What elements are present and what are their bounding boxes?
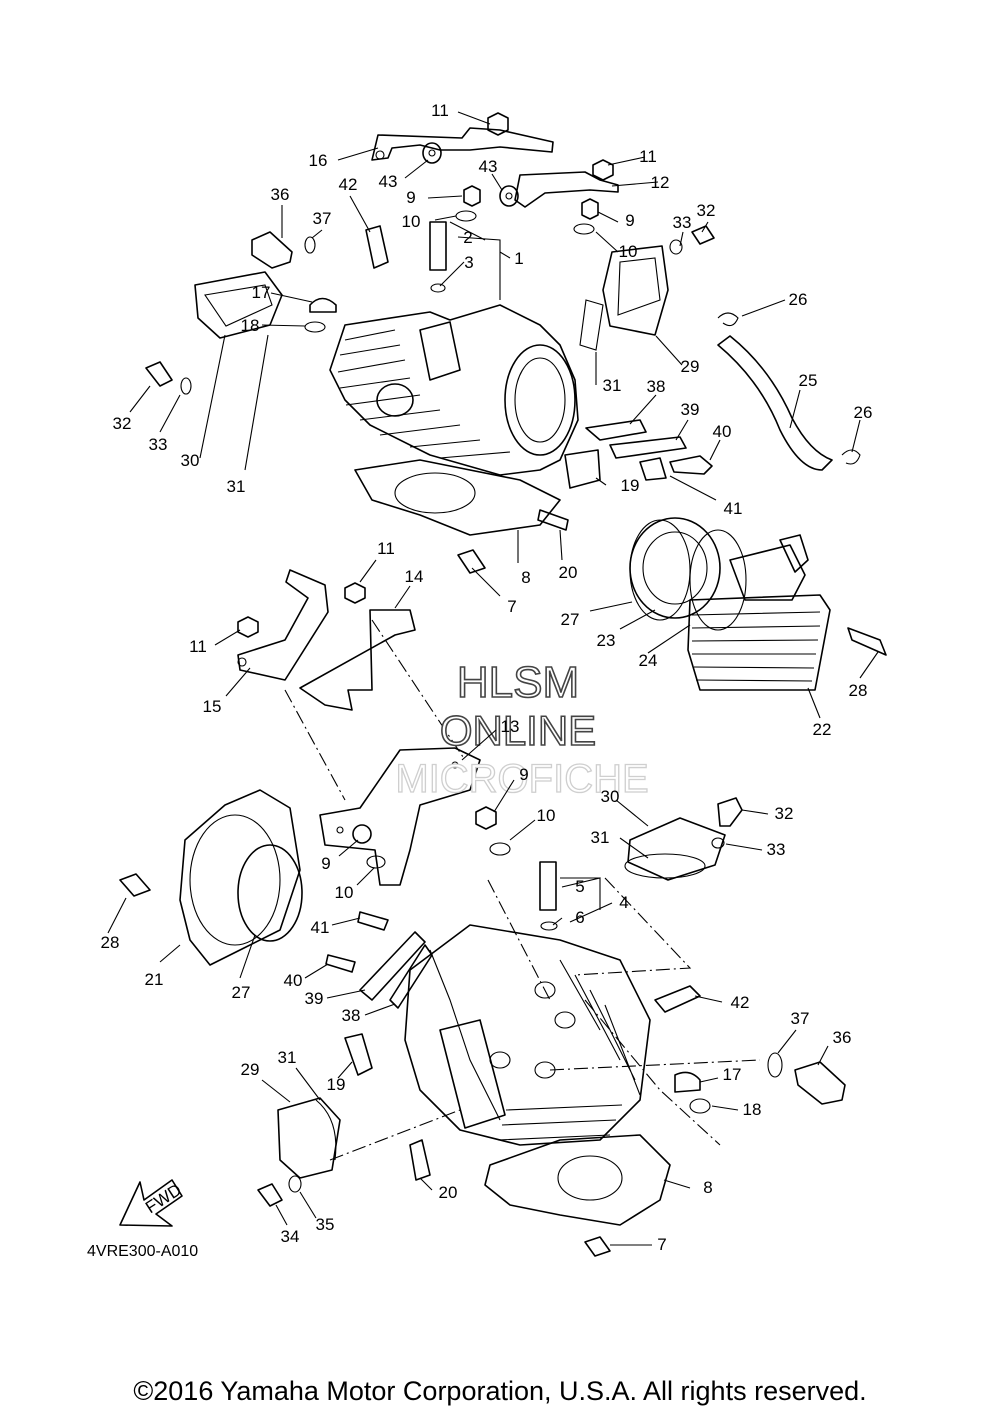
callout-label: 6 xyxy=(575,908,584,927)
callout-label: 32 xyxy=(113,414,132,433)
callout-label: 11 xyxy=(639,147,657,166)
callout-label: 43 xyxy=(379,172,398,191)
callout-label: 15 xyxy=(203,697,222,716)
callout-label: 10 xyxy=(402,212,421,231)
callout-label: 18 xyxy=(743,1100,762,1119)
callout-label: 31 xyxy=(227,477,246,496)
callout-label: 20 xyxy=(559,563,578,582)
front-head-assembly xyxy=(119,789,846,1257)
callout-label: 7 xyxy=(507,597,516,616)
callout-label: 21 xyxy=(145,970,164,989)
callout-label: 16 xyxy=(309,151,328,170)
callout-label: 13 xyxy=(501,717,520,736)
callout-label: 11 xyxy=(431,101,449,120)
bracket-assembly xyxy=(237,569,511,886)
callout-label: 9 xyxy=(321,854,330,873)
callout-label: 17 xyxy=(723,1065,742,1084)
callout-label: 10 xyxy=(619,242,638,261)
callout-label: 37 xyxy=(791,1009,810,1028)
callout-label: 9 xyxy=(625,211,634,230)
callout-label: 33 xyxy=(767,840,786,859)
callout-label: 4 xyxy=(619,893,628,912)
callout-label: 29 xyxy=(681,357,700,376)
diagram-code: 4VRE300-A010 xyxy=(87,1243,198,1260)
callout-label: 11 xyxy=(189,637,207,656)
callout-label: 39 xyxy=(681,400,700,419)
callout-label: 33 xyxy=(149,435,168,454)
callout-label: 2 xyxy=(463,228,472,247)
callout-label: 43 xyxy=(479,157,498,176)
callout-label: 20 xyxy=(439,1183,458,1202)
watermark-line1: HLSM xyxy=(457,658,579,707)
callout-label: 28 xyxy=(101,933,120,952)
watermark-line3: MICROFICHE xyxy=(395,757,648,801)
callout-label: 31 xyxy=(278,1048,297,1067)
callout-label: 11 xyxy=(377,539,395,558)
callout-label: 35 xyxy=(316,1215,335,1234)
callout-label: 5 xyxy=(575,877,584,896)
callout-label: 23 xyxy=(597,631,616,650)
callout-label: 27 xyxy=(232,983,251,1002)
callout-label: 37 xyxy=(313,209,332,228)
callout-label: 24 xyxy=(639,651,658,670)
callout-label: 3 xyxy=(464,253,473,272)
callout-label: 1 xyxy=(514,249,523,268)
callout-label: 14 xyxy=(405,567,424,586)
callout-label: 34 xyxy=(281,1227,300,1246)
callout-label: 28 xyxy=(849,681,868,700)
callout-label: 27 xyxy=(561,610,580,629)
callout-label: 25 xyxy=(799,371,818,390)
callout-label: 12 xyxy=(651,173,670,192)
watermark: HLSM ONLINE MICROFICHE xyxy=(395,657,650,801)
callout-label: 40 xyxy=(284,971,303,990)
callout-label: 10 xyxy=(537,806,556,825)
callout-label: 9 xyxy=(519,765,528,784)
callout-label: 36 xyxy=(833,1028,852,1047)
callout-label: 29 xyxy=(241,1060,260,1079)
callout-label: 22 xyxy=(813,720,832,739)
callout-label: 26 xyxy=(789,290,808,309)
callout-label: 31 xyxy=(603,376,622,395)
callout-label: 19 xyxy=(327,1075,346,1094)
callout-label: 32 xyxy=(697,201,716,220)
leader-lines xyxy=(107,111,879,1246)
callout-label: 26 xyxy=(854,403,873,422)
callout-label: 8 xyxy=(521,568,530,587)
callout-label: 7 xyxy=(657,1235,666,1254)
callout-label: 36 xyxy=(271,185,290,204)
callout-label: 30 xyxy=(601,787,620,806)
callout-label: 42 xyxy=(339,175,358,194)
callout-label: 39 xyxy=(305,989,324,1008)
callout-label: 18 xyxy=(241,316,260,335)
fwd-arrow-icon: FWD xyxy=(119,1179,185,1227)
rear-head-assembly xyxy=(145,112,887,691)
callout-label: 33 xyxy=(673,213,692,232)
callout-label: 41 xyxy=(311,918,330,937)
callout-label: 31 xyxy=(591,828,610,847)
callout-label: 42 xyxy=(731,993,750,1012)
callout-label: 9 xyxy=(406,188,415,207)
callout-label: 17 xyxy=(252,283,271,302)
callout-label: 8 xyxy=(703,1178,712,1197)
callout-label: 32 xyxy=(775,804,794,823)
callout-label: 41 xyxy=(724,499,743,518)
callout-label: 30 xyxy=(181,451,200,470)
callout-label: 38 xyxy=(647,377,666,396)
copyright-notice: ©2016 Yamaha Motor Corporation, U.S.A. A… xyxy=(133,1376,867,1406)
watermark-line2: ONLINE xyxy=(440,707,596,754)
callout-label: 10 xyxy=(335,883,354,902)
callout-label: 38 xyxy=(342,1006,361,1025)
callout-label: 19 xyxy=(621,476,640,495)
callout-label: 40 xyxy=(713,422,732,441)
